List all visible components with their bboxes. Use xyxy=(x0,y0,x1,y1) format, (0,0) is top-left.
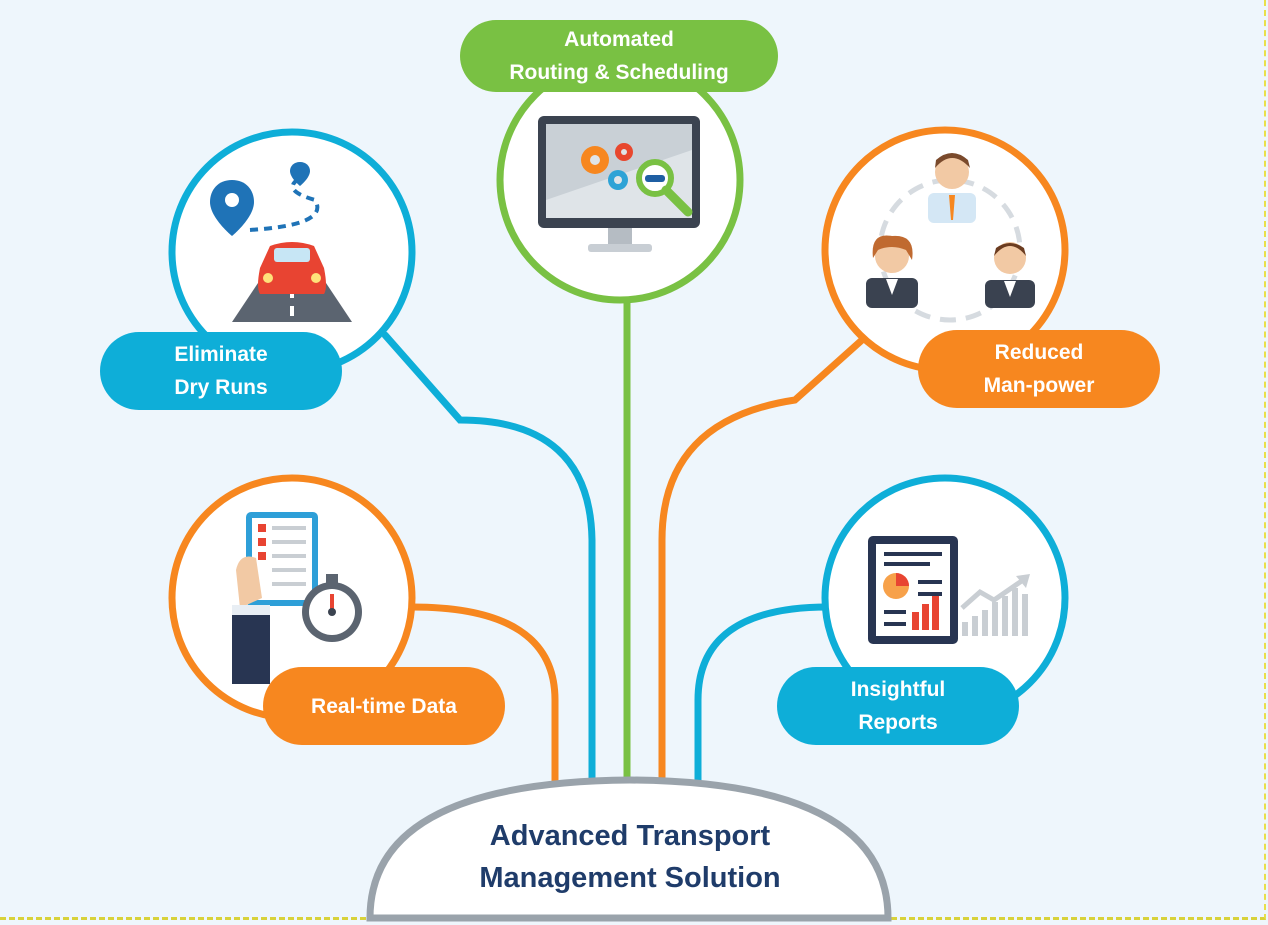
connector-manpower xyxy=(658,336,866,789)
map-route-car-icon xyxy=(210,162,352,322)
manpower-label: Reduced Man-power xyxy=(918,330,1160,408)
person-left xyxy=(866,235,918,308)
checklist-stopwatch-icon xyxy=(232,512,362,684)
reports-label-line1: Insightful xyxy=(850,678,946,701)
reports-label-line2: Reports xyxy=(858,711,938,734)
monitor-gears-icon xyxy=(538,116,700,252)
center-title-line1: Advanced Transport xyxy=(489,820,771,852)
person-top xyxy=(928,153,976,223)
connector-reports xyxy=(694,603,832,789)
realtime-label: Real-time Data xyxy=(263,667,505,745)
report-chart-icon xyxy=(868,536,1030,644)
routing-label: Automated Routing & Scheduling xyxy=(460,20,778,92)
routing-label-line1: Automated xyxy=(564,28,674,51)
manpower-label-line2: Man-power xyxy=(983,374,1095,397)
manpower-label-line1: Reduced xyxy=(994,341,1084,364)
realtime-label-line1: Real-time Data xyxy=(311,694,457,718)
connector-dry-runs xyxy=(381,331,596,789)
reports-label: Insightful Reports xyxy=(777,667,1019,745)
people-network-icon xyxy=(866,153,1035,323)
routing-label-line2: Routing & Scheduling xyxy=(509,61,729,84)
person-right xyxy=(985,242,1035,308)
center-title: Advanced Transport Management Solution xyxy=(420,815,840,899)
center-title-line2: Management Solution xyxy=(479,862,781,894)
dry-runs-label: Eliminate Dry Runs xyxy=(100,332,342,410)
center-dome xyxy=(366,776,892,922)
connector-realtime xyxy=(408,603,559,789)
dry-runs-label-line2: Dry Runs xyxy=(174,376,268,399)
dry-runs-label-line1: Eliminate xyxy=(174,343,268,366)
